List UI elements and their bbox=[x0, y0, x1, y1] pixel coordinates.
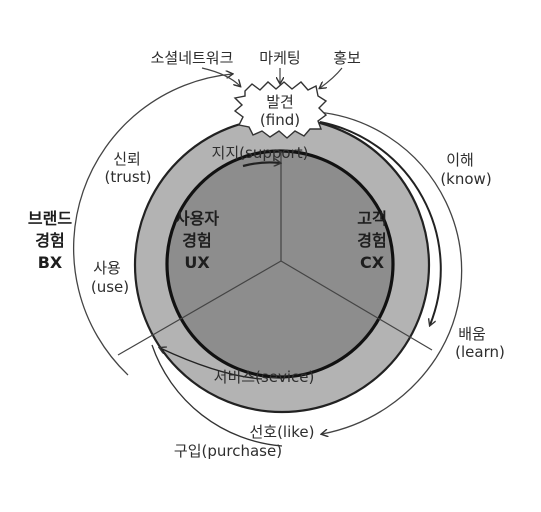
cx-abbr-label: CX bbox=[360, 253, 385, 272]
like-bottom-arc bbox=[322, 357, 437, 434]
divider-right bbox=[280, 260, 433, 351]
cx-line1-label: 고객 bbox=[357, 209, 386, 228]
discovery-ko-label: 발견 bbox=[266, 93, 294, 111]
discovery-burst bbox=[233, 81, 328, 139]
ux-abbr-label: UX bbox=[184, 253, 210, 272]
learn-ko-label: 배움 bbox=[458, 325, 486, 343]
support-label: 지지(support) bbox=[212, 144, 309, 162]
cx-line2-label: 경험 bbox=[357, 231, 386, 250]
marketing-label: 마케팅 bbox=[259, 49, 300, 67]
purchase-label: 구입(purchase) bbox=[174, 442, 282, 460]
use-ko-label: 사용 bbox=[93, 259, 121, 277]
support-arrow bbox=[242, 162, 280, 168]
use-en-label: (use) bbox=[91, 278, 129, 296]
discovery-en-label: (find) bbox=[260, 111, 300, 129]
social-network-label: 소셜네트워크 bbox=[151, 49, 234, 67]
know-en-label: (know) bbox=[440, 170, 491, 188]
bx-line1-label: 브랜드 bbox=[28, 209, 72, 228]
ux-line1-label: 사용자 bbox=[175, 209, 219, 228]
know-ko-label: 이해 bbox=[446, 151, 474, 169]
bx-line2-label: 경험 bbox=[35, 231, 64, 250]
trust-en-label: (trust) bbox=[105, 168, 152, 186]
service-arrow bbox=[160, 348, 263, 380]
right-inner-arc bbox=[319, 121, 442, 325]
purchase-arc bbox=[151, 344, 283, 447]
trust-ko-label: 신뢰 bbox=[113, 150, 141, 168]
service-label: 서비스(sevice) bbox=[214, 368, 315, 386]
bx-outer-arc bbox=[72, 74, 232, 376]
divider-left bbox=[117, 260, 282, 356]
like-label: 선호(like) bbox=[249, 423, 314, 441]
bx-abbr-label: BX bbox=[38, 253, 63, 272]
ux-line2-label: 경험 bbox=[182, 231, 211, 250]
pr-label: 홍보 bbox=[333, 49, 361, 67]
inner-circle bbox=[165, 149, 395, 379]
cx-right-arc bbox=[317, 111, 463, 359]
pr-to-find-arrow bbox=[320, 67, 343, 88]
learn-en-label: (learn) bbox=[455, 343, 505, 361]
social-to-find-arrow bbox=[201, 67, 240, 86]
